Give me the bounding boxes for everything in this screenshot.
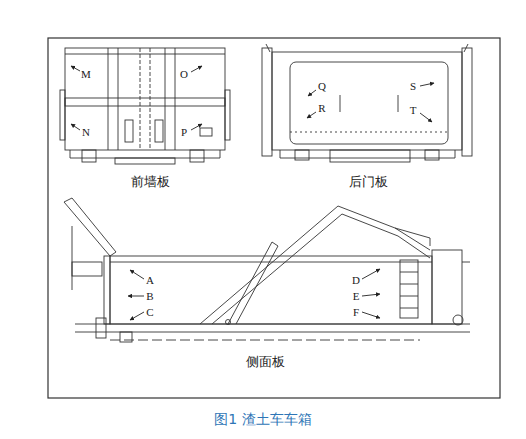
callout-letter: T [410, 104, 417, 116]
callout-letter: D [352, 274, 360, 286]
callout-letter: B [146, 290, 153, 302]
front-wall-view [60, 48, 230, 164]
callout-letter: O [180, 68, 188, 80]
figure-caption: 图1 渣土车车箱 [214, 412, 311, 427]
rear-door-view [262, 44, 472, 162]
callout-letter: N [82, 126, 90, 138]
callout-letter: F [353, 306, 359, 318]
callout-letter: C [146, 306, 153, 318]
side-panel-view [64, 198, 470, 342]
callout-letter: A [146, 274, 154, 286]
callout-arrows [71, 66, 434, 320]
callout-letter: R [318, 102, 325, 114]
view-title: 后门板 [349, 175, 388, 189]
callout-letter: M [81, 68, 91, 80]
view-title: 侧面板 [246, 355, 285, 369]
callout-letter: Q [318, 80, 326, 92]
callout-letter: S [410, 80, 416, 92]
callout-letter: E [353, 290, 360, 302]
callout-letter: P [181, 126, 187, 138]
view-title: 前墙板 [131, 175, 170, 189]
figure-frame [48, 38, 500, 398]
